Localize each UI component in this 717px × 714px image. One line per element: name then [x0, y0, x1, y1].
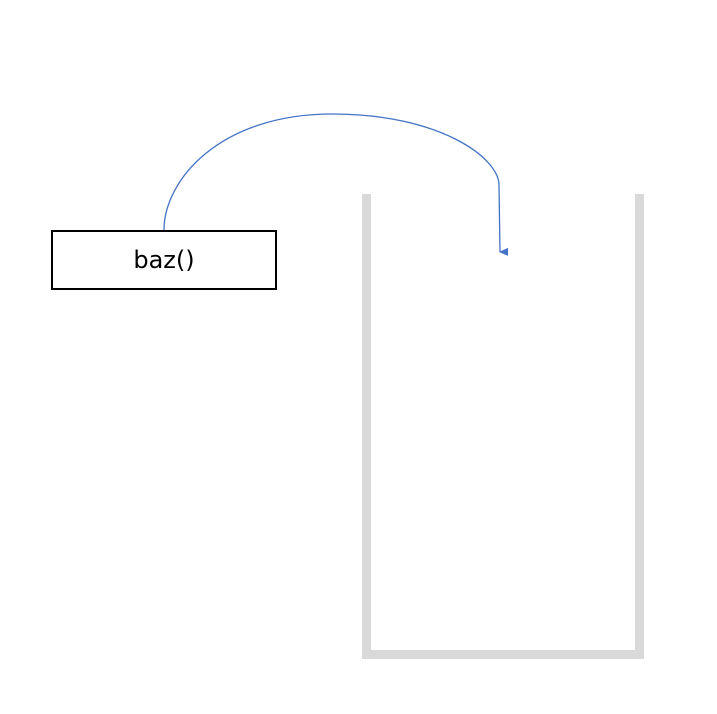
function-call-box: baz(): [51, 230, 277, 290]
push-arrow-curve: [163, 113, 509, 256]
call-stack-left-wall: [362, 194, 371, 659]
function-call-label: baz(): [133, 246, 195, 274]
call-stack-bottom-wall: [362, 650, 644, 659]
call-stack-right-wall: [635, 194, 644, 659]
